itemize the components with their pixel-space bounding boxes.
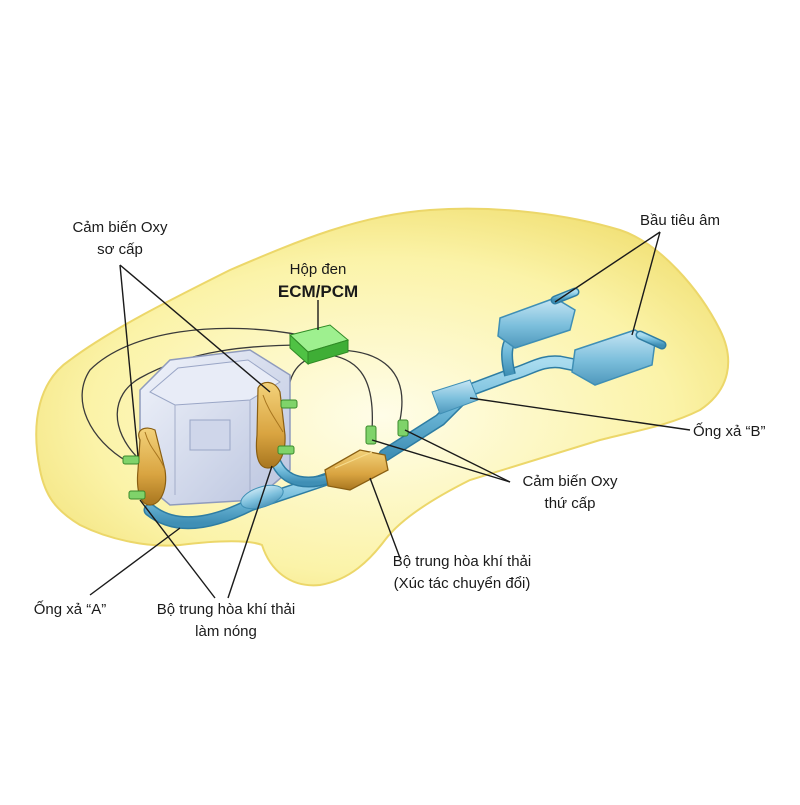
muffler-lower: [571, 329, 667, 386]
ecm-label-line1: Hộp đen: [290, 261, 347, 278]
leader-lines: [89, 231, 691, 599]
exhaust-pipe-a-label: Ống xả “A”: [34, 600, 107, 618]
warmup-converter-right: [255, 381, 286, 469]
warmup-converter-label-line2: làm nóng: [195, 623, 257, 640]
engine-block: [139, 349, 291, 506]
secondary-o2-sensor-label-line2: thứ cấp: [545, 495, 596, 512]
catalytic-converter-label-line2: (Xúc tác chuyển đổi): [394, 575, 531, 592]
warmup-converter-label-line1: Bộ trung hòa khí thải: [157, 601, 295, 618]
ecm-pcm-box: [288, 324, 350, 366]
primary-o2-sensor-right: [277, 399, 298, 455]
ecm-label-line2: ECM/PCM: [278, 282, 358, 301]
exhaust-pipe-b-label: Ống xả “B”: [693, 422, 766, 440]
catalytic-converter-label-line1: Bộ trung hòa khí thải: [393, 553, 531, 570]
primary-o2-sensor-label-line1: Cảm biến Oxy: [72, 219, 168, 236]
secondary-o2-sensor: [365, 419, 409, 445]
primary-o2-sensor-left: [122, 455, 146, 500]
catalytic-converter: [324, 449, 389, 491]
secondary-o2-sensor-label-line1: Cảm biến Oxy: [522, 473, 618, 490]
primary-o2-sensor-label-line2: sơ cấp: [97, 241, 143, 258]
muffler-label: Bầu tiêu âm: [640, 212, 720, 229]
